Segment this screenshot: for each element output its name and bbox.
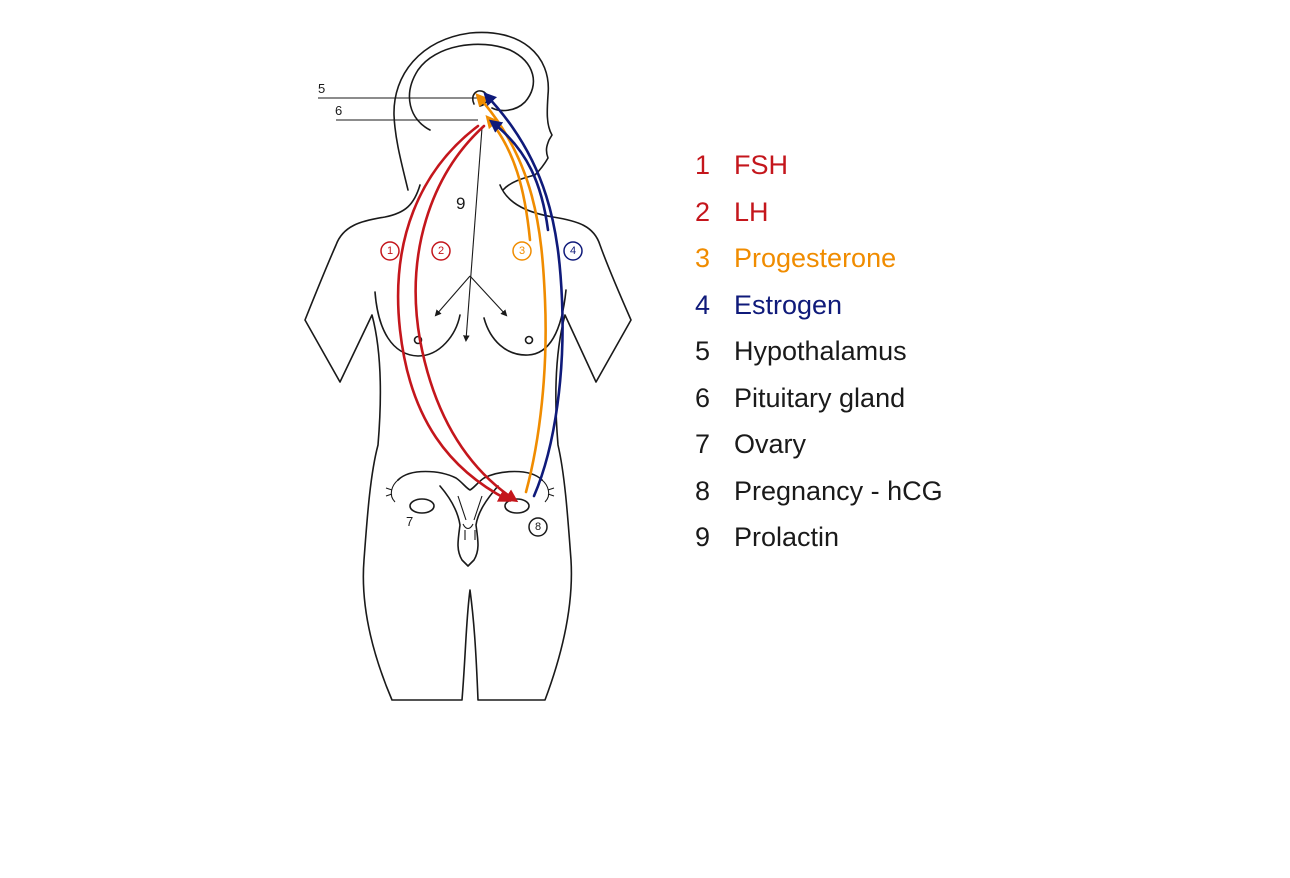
lh-arrow [414, 124, 519, 503]
marker-2: 2 [431, 241, 451, 261]
legend-number: 6 [695, 382, 711, 413]
circled-markers: 1 2 3 4 8 7 [380, 241, 583, 537]
pointer-lines: 5 6 [318, 81, 489, 121]
legend-item-estrogen: 4 Estrogen [695, 286, 943, 333]
prolactin-arrow-main [463, 127, 483, 342]
marker-3-ring [512, 241, 532, 261]
marker-4: 4 [563, 241, 583, 261]
marker-8-number: 8 [535, 521, 541, 533]
torso-outline [304, 184, 632, 701]
uterus-body [439, 485, 499, 567]
marker-1-number: 1 [387, 245, 393, 257]
label-6: 6 [335, 103, 342, 118]
legend-item-hypothalamus: 5 Hypothalamus [695, 332, 943, 379]
legend-number: 7 [695, 429, 711, 459]
marker-8-ring [528, 517, 548, 537]
right-fimbriae [541, 479, 555, 503]
legend-label: Progesterone [734, 243, 897, 273]
body-outline [304, 31, 632, 701]
legend-number: 8 [695, 475, 711, 506]
legend-item-prolactin: 9 Prolactin [695, 518, 943, 565]
left-ovary [409, 498, 435, 514]
uterus-outline [397, 470, 543, 491]
legend-number: 3 [695, 243, 711, 273]
marker-1: 1 [380, 241, 400, 261]
prolactin-arrow-right [469, 275, 508, 317]
legend-item-fsh: 1 FSH [695, 146, 943, 193]
legend-label: FSH [734, 150, 788, 180]
hormone-arrows [396, 92, 564, 503]
label-5: 5 [318, 81, 325, 96]
prolactin-arrow-left [434, 275, 471, 317]
left-fimbriae [385, 479, 399, 503]
marker-4-number: 4 [570, 245, 576, 257]
legend-item-pregnancy-hcg: 8 Pregnancy - hCG [695, 472, 943, 519]
legend-number: 4 [695, 289, 711, 320]
marker-4-ring [563, 241, 583, 261]
fsh-arrow [396, 124, 512, 502]
marker-2-ring [431, 241, 451, 261]
marker-3: 3 [512, 241, 532, 261]
legend-number: 5 [695, 336, 711, 366]
legend-label: Prolactin [734, 522, 840, 552]
legend: 1 FSH 2 LH 3 Progesterone 4 Estrogen 5 Hypoth… [695, 146, 943, 565]
left-breast-outline [374, 291, 461, 357]
legend-item-ovary: 7 Ovary [695, 425, 943, 472]
legend-item-progesterone: 3 Progesterone [695, 239, 943, 286]
progesterone-arrow [475, 93, 547, 494]
estrogen-arrow [483, 92, 564, 498]
legend-label: Estrogen [734, 289, 843, 320]
left-nipple [413, 335, 423, 345]
legend-label: Pregnancy - hCG [734, 475, 943, 506]
legend-number: 2 [695, 196, 711, 227]
label-7: 7 [406, 514, 413, 529]
marker-1-ring [380, 241, 400, 261]
uterus-inner [457, 495, 483, 540]
legend-item-pituitary-gland: 6 Pituitary gland [695, 379, 943, 426]
legend-number: 9 [695, 522, 711, 552]
prolactin-arrows: 9 [434, 127, 508, 342]
estrogen-arrow-pituitary [488, 119, 550, 232]
brain-outline [408, 43, 535, 131]
right-breast-outline [483, 289, 567, 356]
label-9: 9 [456, 194, 465, 213]
legend-item-lh: 2 LH [695, 193, 943, 240]
marker-3-number: 3 [519, 245, 525, 257]
legend-label: Hypothalamus [734, 336, 907, 366]
marker-2-number: 2 [438, 245, 444, 257]
head-outline [393, 31, 553, 191]
legend-label: Ovary [734, 429, 807, 459]
right-nipple [524, 335, 534, 345]
legend-label: LH [734, 196, 769, 227]
marker-8: 8 [528, 517, 548, 537]
legend-label: Pituitary gland [734, 382, 906, 413]
legend-number: 1 [695, 150, 711, 180]
